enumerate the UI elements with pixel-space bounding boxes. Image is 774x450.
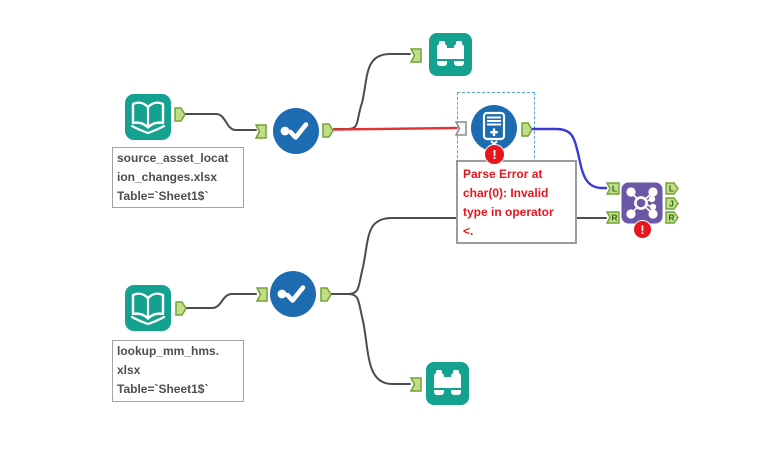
wire-input2-select2[interactable]	[185, 293, 257, 309]
select2-output-anchor[interactable]	[320, 287, 332, 302]
wire-select2-join-right[interactable]	[331, 217, 607, 295]
formula-error-tooltip: Parse Error at char(0): Invalid type in …	[456, 160, 577, 244]
input2-output-anchor[interactable]	[175, 301, 187, 316]
select1-output-anchor[interactable]	[322, 123, 334, 138]
annotation-line: Table=`Sheet1$`	[117, 382, 209, 396]
wire-input1-select1[interactable]	[184, 113, 257, 131]
formula-input-anchor[interactable]	[455, 121, 467, 136]
select-icon	[273, 108, 319, 154]
formula-error-badge-icon: !	[484, 144, 505, 165]
join-error-badge-icon: !	[633, 220, 652, 239]
error-line: <.	[463, 224, 474, 238]
annotation-line: source_asset_locat	[117, 151, 229, 165]
browse-icon	[429, 33, 472, 76]
tool-input-data-2[interactable]	[124, 284, 172, 332]
join-input-anchor-right[interactable]: R	[606, 211, 620, 224]
exclamation-mark: !	[492, 147, 497, 162]
tool-input-data-1[interactable]	[124, 93, 172, 141]
select-icon	[270, 271, 316, 317]
error-line: Parse Error at	[463, 167, 543, 181]
tool-select-2[interactable]	[269, 270, 317, 318]
input-data-icon	[125, 94, 171, 140]
input-data-icon	[125, 285, 171, 331]
svg-text:J: J	[669, 199, 674, 209]
join-input-anchor-left[interactable]: L	[606, 182, 620, 195]
join-output-anchor-left[interactable]: L	[665, 182, 679, 195]
browse1-input-anchor[interactable]	[410, 48, 422, 63]
error-line: char(0): Invalid	[463, 186, 549, 200]
tool-select-1[interactable]	[272, 107, 320, 155]
svg-text:R: R	[611, 213, 617, 223]
select1-input-anchor[interactable]	[255, 124, 267, 139]
wire-select1-browse1[interactable]	[333, 53, 411, 130]
input1-output-anchor[interactable]	[174, 107, 186, 122]
exclamation-mark: !	[640, 222, 645, 237]
browse2-input-anchor[interactable]	[410, 377, 422, 392]
svg-text:R: R	[668, 213, 674, 223]
annotation-line: lookup_mm_hms.	[117, 344, 220, 358]
annotation-line: Table=`Sheet1$`	[117, 189, 209, 203]
annotation-line: ion_changes.xlsx	[117, 170, 218, 184]
input2-annotation[interactable]: lookup_mm_hms. xlsx Table=`Sheet1$`	[112, 340, 244, 402]
browse-icon	[426, 362, 469, 405]
tool-join[interactable]	[621, 182, 663, 224]
wire-select1-formula-error[interactable]	[332, 126, 458, 131]
join-output-anchor-join[interactable]: J	[665, 197, 679, 210]
select2-input-anchor[interactable]	[256, 287, 268, 302]
join-icon	[621, 182, 663, 224]
formula-output-anchor[interactable]	[521, 122, 533, 137]
annotation-line: xlsx	[117, 363, 141, 377]
join-output-anchor-right[interactable]: R	[665, 211, 679, 224]
formula-icon	[471, 105, 517, 151]
svg-text:L: L	[669, 184, 674, 194]
tool-formula[interactable]	[470, 104, 518, 152]
input1-annotation[interactable]: source_asset_locat ion_changes.xlsx Tabl…	[112, 147, 244, 208]
tool-browse-1[interactable]	[428, 32, 473, 77]
tool-browse-2[interactable]	[425, 361, 470, 406]
error-line: type in operator	[463, 205, 554, 219]
wire-select2-browse2[interactable]	[331, 293, 411, 385]
svg-text:L: L	[612, 184, 617, 194]
wire-formula-join-left[interactable]	[531, 127, 608, 190]
